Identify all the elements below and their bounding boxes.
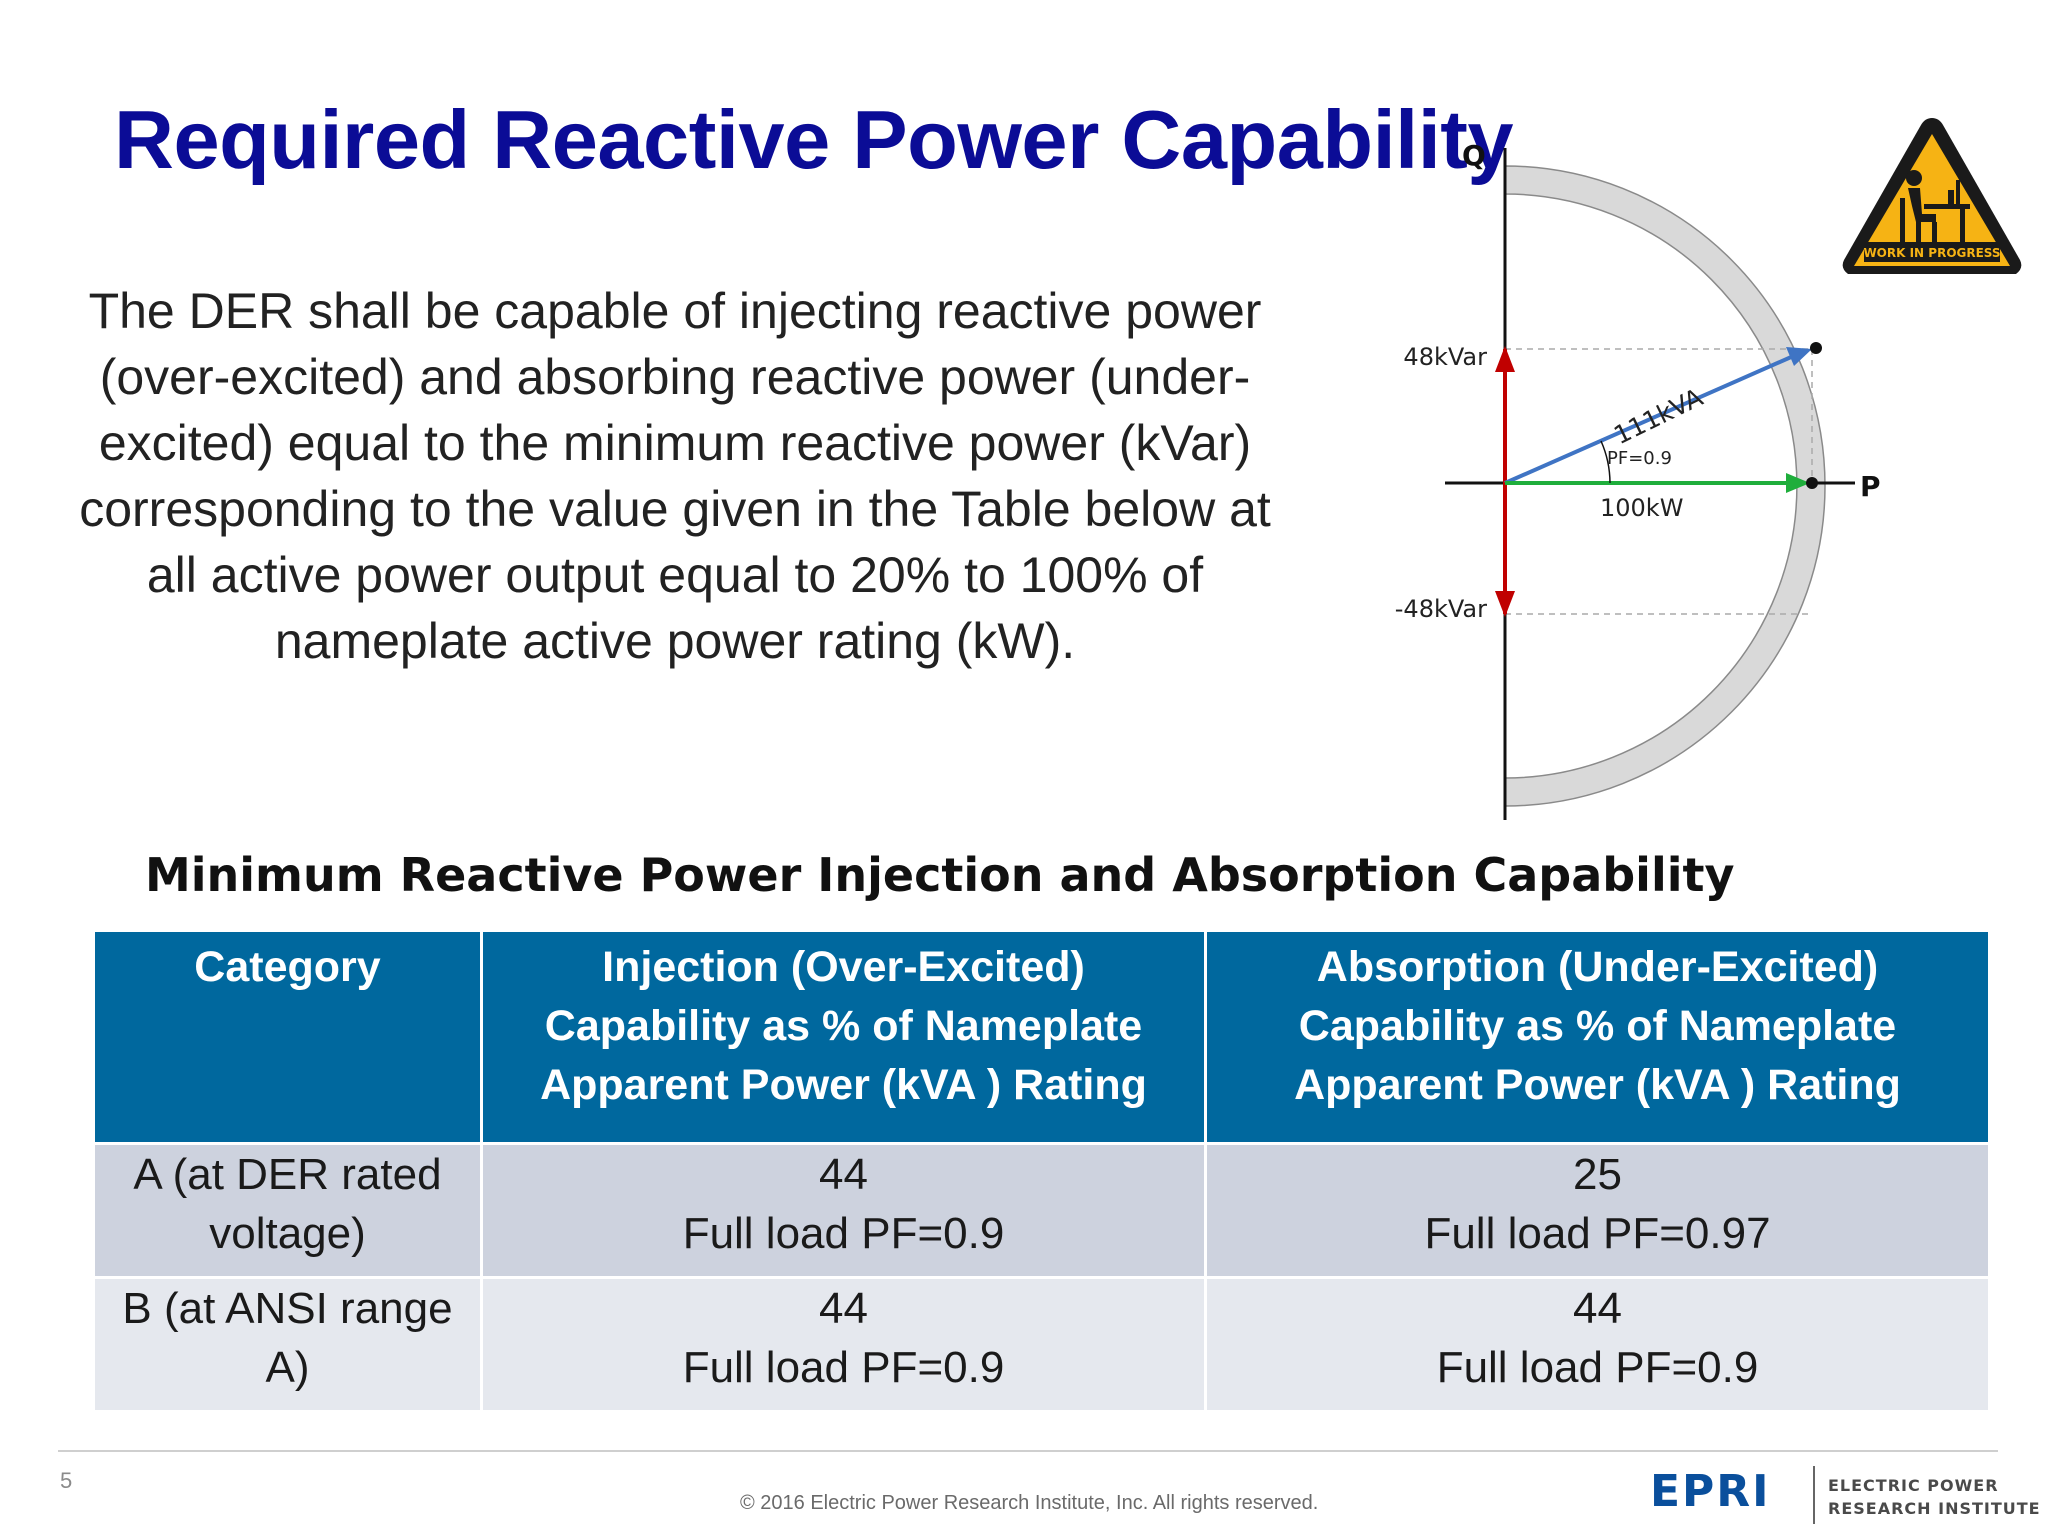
logo-name-line: RESEARCH INSTITUTE [1828, 1499, 2041, 1518]
p-axis-label: P [1860, 470, 1881, 503]
cell-line: 44 [819, 1150, 868, 1199]
cell-line: 44 [1573, 1284, 1622, 1333]
cell-category: B (at ANSI range A) [92, 1276, 483, 1413]
logo-name-line: ELECTRIC POWER [1828, 1476, 1999, 1495]
header-absorption: Absorption (Under-Excited) Capability as… [1204, 929, 1991, 1145]
cell-line: 25 [1573, 1150, 1622, 1199]
header-category-line: Category [194, 943, 381, 991]
person-at-desk-icon [1900, 170, 1970, 244]
cell-line: voltage) [209, 1209, 366, 1258]
cell-line: 44 [819, 1284, 868, 1333]
q-positive-label: 48kVar [1403, 343, 1487, 371]
cell-line: Full load PF=0.9 [682, 1209, 1005, 1258]
s-endpoint-dot [1810, 342, 1822, 354]
logo-divider [1813, 1466, 1815, 1524]
s-vector-arrowhead [1786, 347, 1812, 366]
cell-category: A (at DER rated voltage) [92, 1142, 483, 1279]
cell-absorption: 25 Full load PF=0.97 [1204, 1142, 1991, 1279]
capability-table: Category Injection (Over-Excited) Capabi… [92, 929, 1991, 1413]
header-category: Category [92, 929, 483, 1145]
table-caption: Minimum Reactive Power Injection and Abs… [145, 848, 1735, 902]
s-magnitude-label: 111kVA [1609, 383, 1707, 451]
reactive-power-diagram: Q P 48kVar -48kVar 111kVA PF=0.9 100kW [1395, 139, 1881, 820]
cell-line: A) [265, 1343, 310, 1392]
cell-line: Full load PF=0.9 [682, 1343, 1005, 1392]
capability-band [1504, 165, 1826, 807]
cell-absorption: 44 Full load PF=0.9 [1204, 1276, 1991, 1413]
cell-line: Full load PF=0.97 [1424, 1209, 1771, 1258]
header-absorption-line: Absorption (Under-Excited) [1316, 943, 1879, 991]
table-header-row: Category Injection (Over-Excited) Capabi… [92, 929, 1991, 1145]
epri-wordmark: EPRI [1650, 1466, 1771, 1517]
p-magnitude-label: 100kW [1600, 494, 1683, 522]
header-absorption-line: Capability as % of Nameplate [1298, 1002, 1897, 1050]
footer-divider [58, 1450, 1998, 1452]
header-absorption-line: Apparent Power (kVA ) Rating [1294, 1061, 1901, 1109]
header-injection-line: Apparent Power (kVA ) Rating [540, 1061, 1147, 1109]
cell-line: Full load PF=0.9 [1436, 1343, 1759, 1392]
page-number: 5 [60, 1468, 73, 1493]
q-axis-label: Q [1462, 139, 1486, 172]
p-endpoint-dot [1806, 477, 1818, 489]
pf-label: PF=0.9 [1607, 448, 1672, 469]
table-row: A (at DER rated voltage) 44 Full load PF… [92, 1142, 1991, 1279]
epri-logo: EPRI [1650, 1466, 1771, 1517]
badge-label: WORK IN PROGRESS [1863, 246, 2000, 260]
requirement-text: The DER shall be capable of injecting re… [79, 283, 1271, 669]
table-row: B (at ANSI range A) 44 Full load PF=0.9 … [92, 1276, 1991, 1413]
q-negative-label: -48kVar [1395, 595, 1487, 623]
copyright-notice: © 2016 Electric Power Research Institute… [740, 1492, 1319, 1514]
cell-line: A (at DER rated [133, 1150, 442, 1199]
cell-injection: 44 Full load PF=0.9 [480, 1142, 1207, 1279]
logo-institute-name: ELECTRIC POWER RESEARCH INSTITUTE [1828, 1474, 2041, 1520]
p-vector-arrowhead [1786, 473, 1810, 493]
slide-title: Required Reactive Power Capability [114, 93, 1514, 186]
s-vector [1504, 352, 1799, 485]
warning-triangle-fill [1854, 134, 2010, 266]
pf-angle-arc [1600, 440, 1611, 484]
q-positive-arrowhead [1495, 346, 1515, 372]
header-injection-line: Injection (Over-Excited) [602, 943, 1085, 991]
header-injection-line: Capability as % of Nameplate [544, 1002, 1143, 1050]
header-injection: Injection (Over-Excited) Capability as %… [480, 929, 1207, 1145]
cell-injection: 44 Full load PF=0.9 [480, 1276, 1207, 1413]
badge-label-strip [1864, 242, 2000, 262]
q-negative-arrowhead [1495, 591, 1515, 617]
work-in-progress-badge: WORK IN PROGRESS [1842, 118, 2022, 274]
cell-line: B (at ANSI range [122, 1284, 453, 1333]
